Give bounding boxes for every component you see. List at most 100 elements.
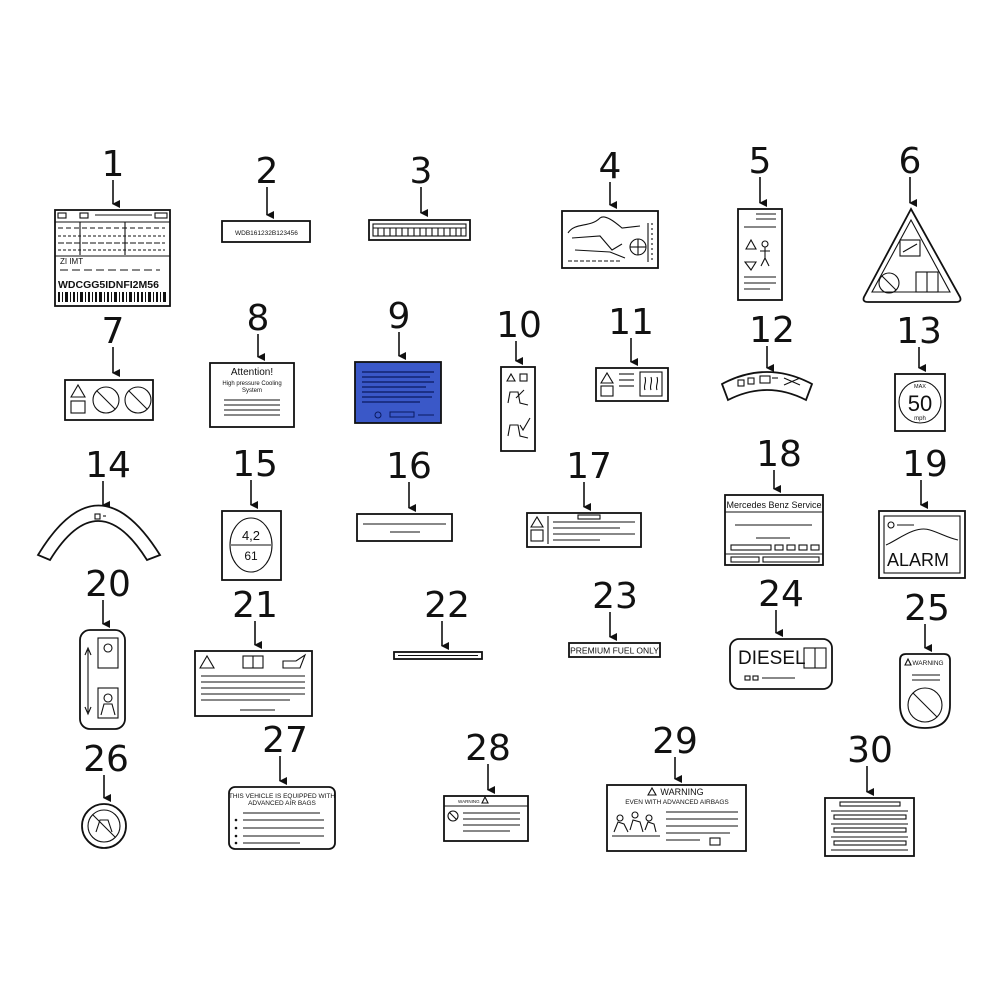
callout-27: 27 <box>262 720 308 785</box>
svg-text:6: 6 <box>899 141 922 182</box>
svg-text:9: 9 <box>388 296 411 337</box>
label-warning-tall <box>737 208 783 301</box>
svg-text:14: 14 <box>85 445 131 486</box>
svg-text:2: 2 <box>256 151 279 192</box>
vin-code-text: WDCGG5IDNFI2M56 <box>58 279 159 291</box>
callout-24: 24 <box>758 574 804 637</box>
barcode <box>58 292 166 302</box>
label-diesel: DIESEL <box>729 638 833 690</box>
label-thin-strip <box>393 651 483 660</box>
svg-text:27: 27 <box>262 720 308 761</box>
svg-text:WARNING: WARNING <box>458 799 480 804</box>
label-warning-28: WARNING <box>443 795 529 842</box>
label-text-strip <box>356 513 453 542</box>
callout-25: 25 <box>904 588 950 652</box>
callout-7: 7 <box>102 311 125 377</box>
callout-16: 16 <box>386 446 432 512</box>
label-blue-info <box>354 361 442 424</box>
svg-text:8: 8 <box>247 298 270 339</box>
warning-triangle-icon <box>530 515 544 528</box>
label-warning-airbags: WARNING EVEN WITH ADVANCED AIRBAGS <box>606 784 747 852</box>
label-vin-sticker: WDB161232B123456 <box>221 220 311 243</box>
svg-text:11: 11 <box>608 302 654 343</box>
label-seat-diagram <box>561 210 659 269</box>
callout-4: 4 <box>599 146 622 209</box>
callout-15: 15 <box>232 444 278 509</box>
manual-icon <box>70 400 86 414</box>
svg-text:23: 23 <box>592 576 638 617</box>
svg-text:ZI IMT: ZI IMT <box>60 257 83 266</box>
svg-text:7: 7 <box>102 311 125 352</box>
callout-30: 30 <box>847 730 893 796</box>
svg-text:4: 4 <box>599 146 622 187</box>
callout-17: 17 <box>566 446 612 511</box>
callout-13: 13 <box>896 311 942 372</box>
svg-text:High pressure Cooling: High pressure Cooling <box>222 381 281 387</box>
callout-11: 11 <box>608 302 654 366</box>
warning-triangle-icon <box>199 654 215 669</box>
label-speed-limit: MAX 50 mph <box>894 373 946 432</box>
svg-text:28: 28 <box>465 728 511 769</box>
label-alarm: ALARM <box>878 510 966 579</box>
svg-text:12: 12 <box>749 310 795 351</box>
label-arch-strip <box>36 504 162 562</box>
svg-text:13: 13 <box>896 311 942 352</box>
svg-text:26: 26 <box>83 739 129 780</box>
svg-text:4,2: 4,2 <box>242 528 260 543</box>
svg-text:20: 20 <box>85 564 131 605</box>
svg-text:19: 19 <box>902 444 948 485</box>
callout-18: 18 <box>756 434 802 493</box>
label-oil-warning <box>194 650 313 717</box>
label-advanced-airbags: THIS VEHICLE IS EQUIPPED WITH ADVANCED A… <box>228 786 336 850</box>
label-barcode-strip <box>368 219 471 241</box>
no-child-seat-icon <box>92 386 120 414</box>
prohibition-icon <box>878 272 900 294</box>
warning-triangle-icon <box>600 371 614 384</box>
svg-text:System: System <box>242 388 262 394</box>
label-attention-cooling: Attention! High pressure Cooling System <box>209 362 295 428</box>
label-seat-heater <box>595 367 669 402</box>
svg-text:ADVANCED AIR BAGS: ADVANCED AIR BAGS <box>248 800 316 807</box>
svg-text:EVEN WITH ADVANCED AIRBAGS: EVEN WITH ADVANCED AIRBAGS <box>625 799 729 806</box>
svg-text:50: 50 <box>908 391 932 416</box>
callout-8: 8 <box>247 298 270 361</box>
svg-text:15: 15 <box>232 444 278 485</box>
svg-text:5: 5 <box>749 141 772 182</box>
label-no-child-seat <box>81 803 127 849</box>
callout-9: 9 <box>388 296 411 360</box>
prohibition-icon <box>447 810 459 822</box>
manual-icon <box>530 529 544 542</box>
svg-text:mph: mph <box>914 416 926 422</box>
prohibition-icon <box>87 809 121 843</box>
label-service: Mercedes Benz Service <box>724 494 824 566</box>
label-vin-plate: ZI IMT WDCGG5IDNFI2M56 <box>54 209 171 307</box>
label-curved-strip <box>720 371 814 402</box>
svg-text:30: 30 <box>847 730 893 771</box>
svg-text:Mercedes Benz Service: Mercedes Benz Service <box>726 500 821 510</box>
svg-text:1: 1 <box>102 144 125 185</box>
callout-23: 23 <box>592 576 638 641</box>
svg-text:24: 24 <box>758 574 804 615</box>
label-airbag-child-seat <box>64 379 154 421</box>
label-warning-shield: WARNING <box>899 653 951 729</box>
callout-22: 22 <box>424 585 470 650</box>
svg-text:3: 3 <box>410 151 433 192</box>
label-warning-wide <box>526 512 642 548</box>
callout-5: 5 <box>749 141 772 207</box>
callout-10: 10 <box>496 305 542 365</box>
svg-text:21: 21 <box>232 585 278 626</box>
label-triangle-warning <box>862 207 962 303</box>
callout-14: 14 <box>85 445 131 509</box>
callout-29: 29 <box>652 721 698 783</box>
svg-text:17: 17 <box>566 446 612 487</box>
callout-3: 3 <box>410 151 433 217</box>
svg-text:WDB161232B123456: WDB161232B123456 <box>235 230 298 237</box>
label-seat-adjust <box>500 366 536 452</box>
callout-2: 2 <box>256 151 279 219</box>
svg-text:25: 25 <box>904 588 950 629</box>
svg-text:61: 61 <box>244 549 258 563</box>
svg-text:WARNING: WARNING <box>660 787 703 797</box>
label-premium-fuel: PREMIUM FUEL ONLY <box>568 642 661 658</box>
callout-21: 21 <box>232 585 278 649</box>
svg-text:ALARM: ALARM <box>887 550 949 570</box>
